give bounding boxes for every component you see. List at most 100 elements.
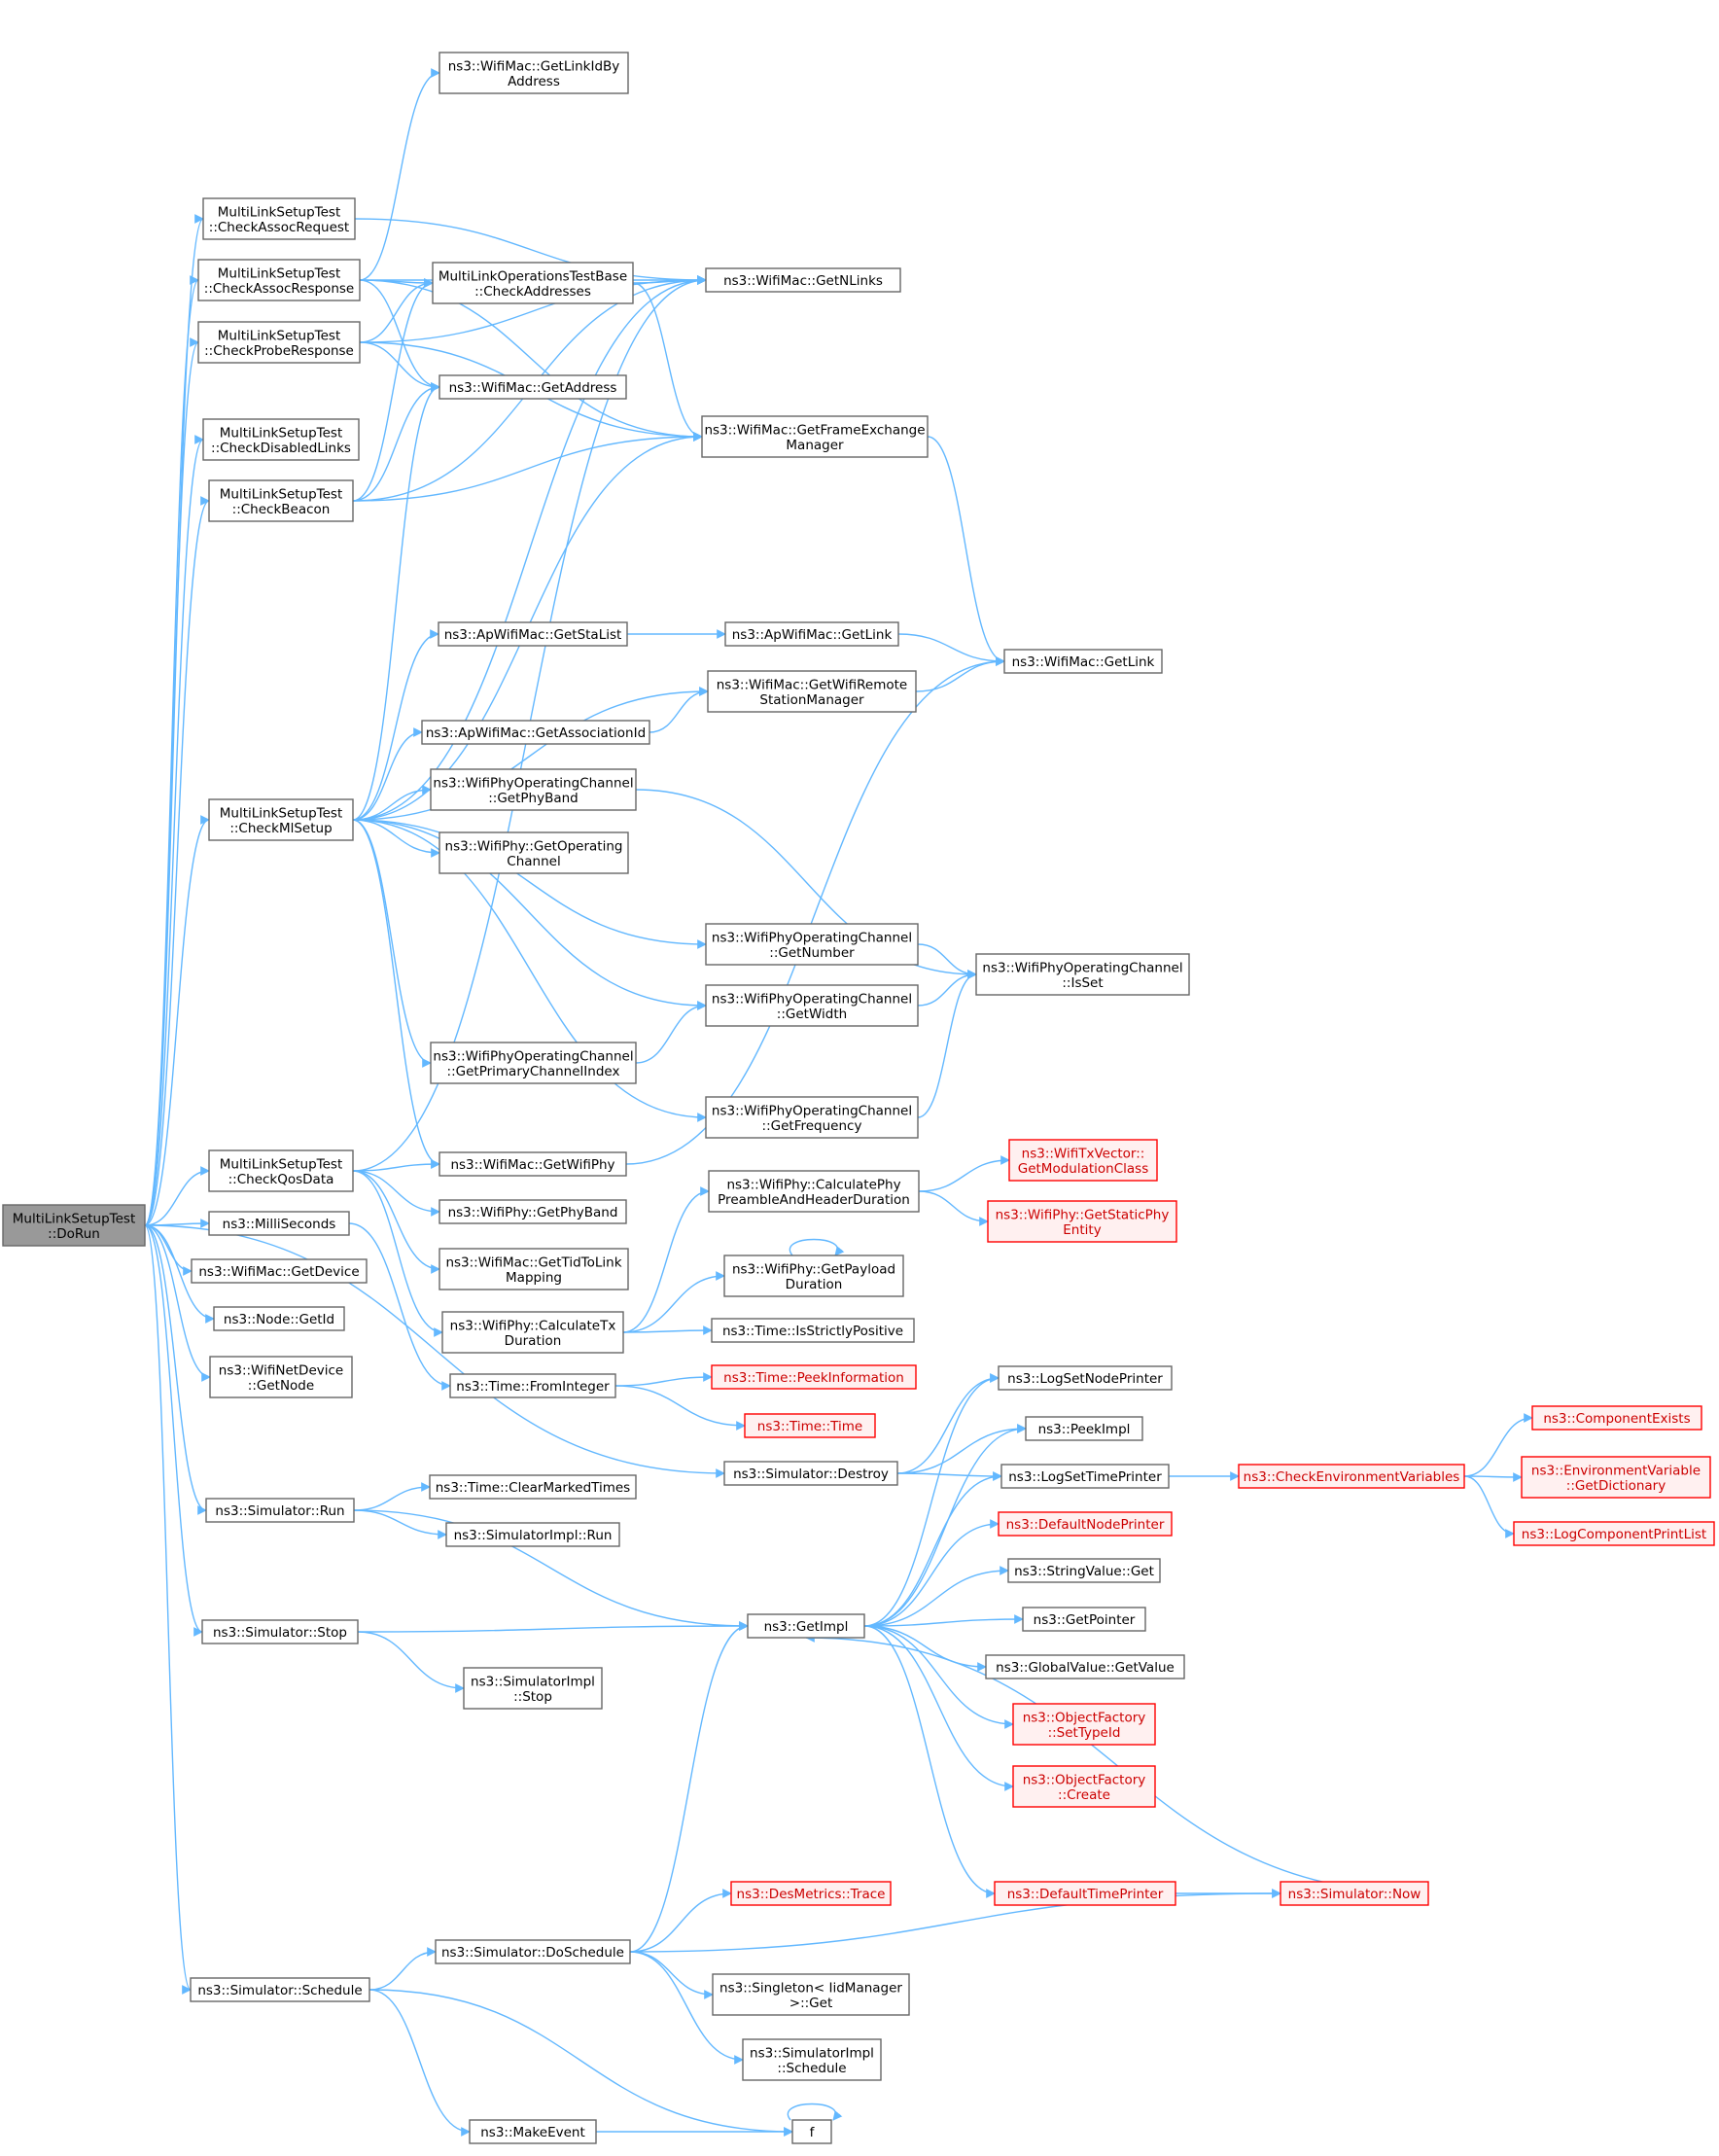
node-ap-get-link[interactable]: ns3::ApWifiMac::GetLink bbox=[724, 621, 899, 647]
node-check-addresses[interactable]: MultiLinkOperationsTestBase::CheckAddres… bbox=[432, 262, 634, 304]
node-sim-impl-run[interactable]: ns3::SimulatorImpl::Run bbox=[445, 1522, 620, 1547]
node-is-set[interactable]: ns3::WifiPhyOperatingChannel::IsSet bbox=[975, 953, 1190, 996]
node-peek-impl[interactable]: ns3::PeekImpl bbox=[1025, 1416, 1143, 1441]
node-sim-now[interactable]: ns3::Simulator::Now bbox=[1280, 1881, 1429, 1906]
node-check-env-vars[interactable]: ns3::CheckEnvironmentVariables bbox=[1238, 1464, 1465, 1489]
node-label: Manager bbox=[786, 438, 844, 453]
node-get-sta-list[interactable]: ns3::ApWifiMac::GetStaList bbox=[438, 621, 628, 647]
node-is-strictly-positive[interactable]: ns3::Time::IsStrictlyPositive bbox=[711, 1318, 915, 1343]
node-box bbox=[724, 621, 899, 647]
node-check-assoc-request[interactable]: MultiLinkSetupTest::CheckAssocRequest bbox=[202, 197, 356, 240]
node-get-primary-channel-index[interactable]: ns3::WifiPhyOperatingChannel::GetPrimary… bbox=[430, 1042, 637, 1084]
node-box bbox=[208, 479, 354, 522]
node-calc-preamble[interactable]: ns3::WifiPhy::CalculatePhyPreambleAndHea… bbox=[708, 1170, 920, 1213]
node-peek-information[interactable]: ns3::Time::PeekInformation bbox=[711, 1364, 917, 1390]
node-sim-stop[interactable]: ns3::Simulator::Stop bbox=[201, 1619, 359, 1644]
node-label: ns3::SimulatorImpl bbox=[750, 2045, 874, 2061]
node-check-qos-data[interactable]: MultiLinkSetupTest::CheckQosData bbox=[208, 1149, 354, 1192]
node-log-component-print-list[interactable]: ns3::LogComponentPrintList bbox=[1513, 1521, 1715, 1546]
edge-get-frequency-to-is-set bbox=[917, 970, 977, 1118]
edge-check-env-vars-to-log-component-print-list bbox=[1463, 1475, 1515, 1538]
node-get-nlinks[interactable]: ns3::WifiMac::GetNLinks bbox=[705, 267, 901, 293]
node-get-modulation-class[interactable]: ns3::WifiTxVector::GetModulationClass bbox=[1008, 1139, 1158, 1182]
node-default-time-printer[interactable]: ns3::DefaultTimePrinter bbox=[994, 1881, 1176, 1906]
node-label: ::CheckAddresses bbox=[474, 284, 591, 300]
node-label: ns3::WifiMac::GetAddress bbox=[449, 380, 617, 396]
node-object-factory-set-type-id[interactable]: ns3::ObjectFactory::SetTypeId bbox=[1012, 1703, 1156, 1746]
node-label: ns3::Simulator::DoSchedule bbox=[441, 1945, 624, 1961]
node-get-number[interactable]: ns3::WifiPhyOperatingChannel::GetNumber bbox=[705, 923, 919, 966]
node-check-disabled-links[interactable]: MultiLinkSetupTest::CheckDisabledLinks bbox=[202, 418, 360, 461]
node-wifi-phy-get-phy-band[interactable]: ns3::WifiPhy::GetPhyBand bbox=[439, 1199, 627, 1224]
node-time-time[interactable]: ns3::Time::Time bbox=[744, 1413, 876, 1438]
node-clear-marked-times[interactable]: ns3::Time::ClearMarkedTimes bbox=[429, 1474, 637, 1500]
node-global-value-get-value[interactable]: ns3::GlobalValue::GetValue bbox=[985, 1654, 1185, 1679]
node-env-var-get-dictionary[interactable]: ns3::EnvironmentVariable::GetDictionary bbox=[1521, 1456, 1711, 1499]
node-from-integer[interactable]: ns3::Time::FromInteger bbox=[449, 1373, 616, 1398]
node-label: MultiLinkSetupTest bbox=[218, 328, 341, 343]
edge-check-addresses-to-get-frame-exchange-manager bbox=[632, 282, 703, 442]
node-get-phy-band-ch[interactable]: ns3::WifiPhyOperatingChannel::GetPhyBand bbox=[430, 768, 637, 811]
node-get-width[interactable]: ns3::WifiPhyOperatingChannel::GetWidth bbox=[705, 984, 919, 1027]
node-label: ::GetDictionary bbox=[1566, 1478, 1666, 1494]
node-box bbox=[213, 1306, 345, 1331]
node-check-assoc-response[interactable]: MultiLinkSetupTest::CheckAssocResponse bbox=[197, 259, 361, 301]
node-box bbox=[1521, 1456, 1711, 1499]
node-des-metrics-trace[interactable]: ns3::DesMetrics::Trace bbox=[730, 1881, 892, 1906]
node-get-association-id[interactable]: ns3::ApWifiMac::GetAssociationId bbox=[421, 720, 650, 745]
node-check-probe-response[interactable]: MultiLinkSetupTest::CheckProbeResponse bbox=[197, 321, 361, 364]
node-box bbox=[469, 2119, 597, 2144]
node-get-frequency[interactable]: ns3::WifiPhyOperatingChannel::GetFrequen… bbox=[705, 1096, 919, 1139]
node-box bbox=[439, 1248, 629, 1290]
node-label: ns3::LogSetNodePrinter bbox=[1007, 1371, 1163, 1387]
edge-check-ml-setup-to-get-address bbox=[352, 382, 440, 821]
node-check-beacon[interactable]: MultiLinkSetupTest::CheckBeacon bbox=[208, 479, 354, 522]
node-label: ns3::Simulator::Now bbox=[1288, 1887, 1421, 1902]
node-get-wifi-remote-station-manager[interactable]: ns3::WifiMac::GetWifiRemoteStationManage… bbox=[707, 670, 917, 713]
edge-do-run-to-check-disabled-links bbox=[144, 435, 204, 1226]
node-get-device[interactable]: ns3::WifiMac::GetDevice bbox=[191, 1258, 368, 1284]
node-sim-impl-schedule[interactable]: ns3::SimulatorImpl::Schedule bbox=[742, 2038, 882, 2081]
edge-do-run-to-node-get-id bbox=[144, 1224, 215, 1324]
node-box bbox=[202, 197, 356, 240]
edge-get-frame-exchange-manager-to-wifi-mac-get-link bbox=[927, 436, 1005, 666]
node-log-set-time-printer[interactable]: ns3::LogSetTimePrinter bbox=[1000, 1464, 1170, 1489]
node-f[interactable]: f bbox=[791, 2119, 832, 2144]
node-make-event[interactable]: ns3::MakeEvent bbox=[469, 2119, 597, 2144]
node-component-exists[interactable]: ns3::ComponentExists bbox=[1531, 1405, 1702, 1431]
node-sim-destroy[interactable]: ns3::Simulator::Destroy bbox=[723, 1461, 898, 1486]
node-sim-run[interactable]: ns3::Simulator::Run bbox=[205, 1498, 355, 1523]
node-do-run[interactable]: MultiLinkSetupTest::DoRun bbox=[2, 1204, 146, 1247]
node-singleton-get[interactable]: ns3::Singleton< IidManager>::Get bbox=[712, 1973, 910, 2016]
edge-get-wifi-remote-station-manager-to-wifi-mac-get-link bbox=[915, 656, 1005, 692]
node-net-dev-get-node[interactable]: ns3::WifiNetDevice::GetNode bbox=[209, 1356, 353, 1398]
node-check-ml-setup[interactable]: MultiLinkSetupTest::CheckMlSetup bbox=[208, 798, 354, 841]
node-sim-impl-stop[interactable]: ns3::SimulatorImpl::Stop bbox=[463, 1667, 603, 1710]
node-label: ::GetPrimaryChannelIndex bbox=[447, 1064, 620, 1079]
edge-do-run-to-check-ml-setup bbox=[144, 815, 210, 1226]
node-do-schedule[interactable]: ns3::Simulator::DoSchedule bbox=[435, 1939, 631, 1964]
node-node-get-id[interactable]: ns3::Node::GetId bbox=[213, 1306, 345, 1331]
edge-get-impl-to-object-factory-create bbox=[863, 1625, 1014, 1791]
node-get-pointer[interactable]: ns3::GetPointer bbox=[1022, 1607, 1146, 1632]
edge-check-ml-setup-to-get-primary-channel-index bbox=[352, 819, 432, 1068]
node-wifi-mac-get-link[interactable]: ns3::WifiMac::GetLink bbox=[1003, 649, 1163, 674]
node-string-value-get[interactable]: ns3::StringValue::Get bbox=[1007, 1558, 1161, 1583]
node-get-wifi-phy[interactable]: ns3::WifiMac::GetWifiPhy bbox=[439, 1151, 627, 1177]
node-sim-schedule[interactable]: ns3::Simulator::Schedule bbox=[190, 1977, 370, 2002]
node-default-node-printer[interactable]: ns3::DefaultNodePrinter bbox=[998, 1511, 1173, 1537]
node-get-impl[interactable]: ns3::GetImpl bbox=[747, 1613, 865, 1639]
node-log-set-node-printer[interactable]: ns3::LogSetNodePrinter bbox=[998, 1365, 1173, 1391]
edge-calc-preamble-to-get-modulation-class bbox=[918, 1155, 1010, 1192]
node-label: ns3::DesMetrics::Trace bbox=[737, 1887, 886, 1902]
node-object-factory-create[interactable]: ns3::ObjectFactory::Create bbox=[1012, 1765, 1156, 1808]
node-get-address[interactable]: ns3::WifiMac::GetAddress bbox=[439, 374, 627, 400]
node-milli-seconds[interactable]: ns3::MilliSeconds bbox=[208, 1211, 350, 1236]
